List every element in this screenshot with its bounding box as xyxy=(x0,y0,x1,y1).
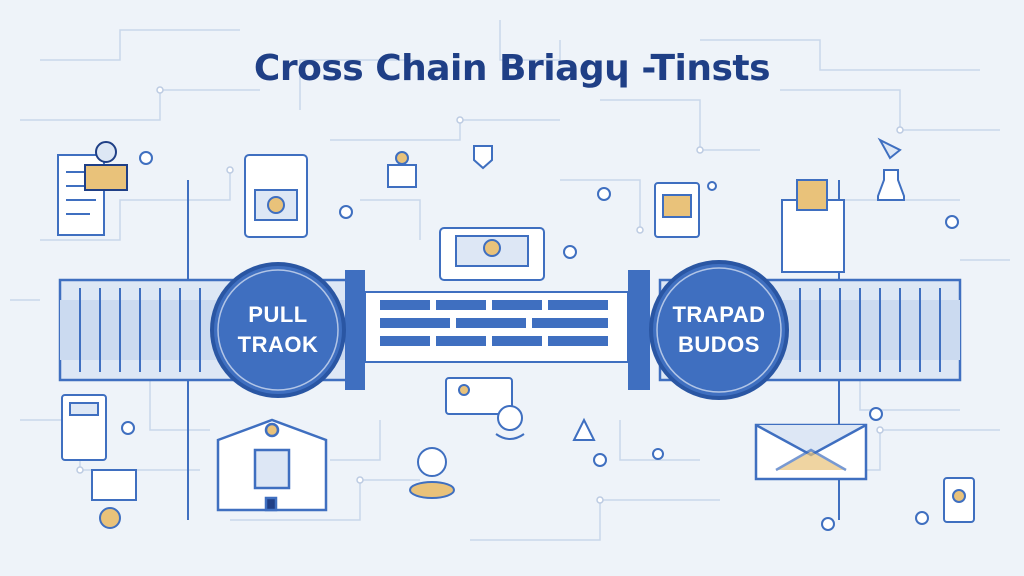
monitor-icon xyxy=(244,154,308,238)
circuit-nodes xyxy=(76,86,904,504)
right-node xyxy=(649,260,789,400)
building-icon xyxy=(781,179,845,273)
page-title: Cross Chain Briagɥ -Tinsts xyxy=(253,48,771,89)
right-node-line-2: BUDOS xyxy=(678,332,760,357)
envelope-icon xyxy=(754,423,868,481)
right-node-label: TRAPAD BUDOS xyxy=(644,300,794,360)
left-node xyxy=(210,262,346,398)
bottle-icon xyxy=(877,137,905,201)
coin-icon xyxy=(121,151,959,531)
left-node-line-2: TRAOK xyxy=(237,332,319,357)
stamp-icon xyxy=(84,141,128,191)
left-node-label: PULL TRAOK xyxy=(203,300,353,360)
laptop-icon xyxy=(91,469,137,529)
government-building-icon xyxy=(216,418,328,512)
phone-icon xyxy=(943,477,975,523)
robot-icon xyxy=(387,151,417,188)
face-icon xyxy=(495,405,525,440)
shield-icon xyxy=(473,145,493,170)
tablet-icon xyxy=(654,182,700,238)
right-node-line-1: TRAPAD xyxy=(672,302,766,327)
coin-stack-icon xyxy=(409,447,455,499)
server-icon xyxy=(439,227,545,281)
calculator-icon xyxy=(61,394,107,461)
left-node-line-1: PULL xyxy=(248,302,308,327)
screen-icon xyxy=(445,377,513,415)
tower-icon xyxy=(572,417,596,441)
center-connector xyxy=(364,291,629,363)
